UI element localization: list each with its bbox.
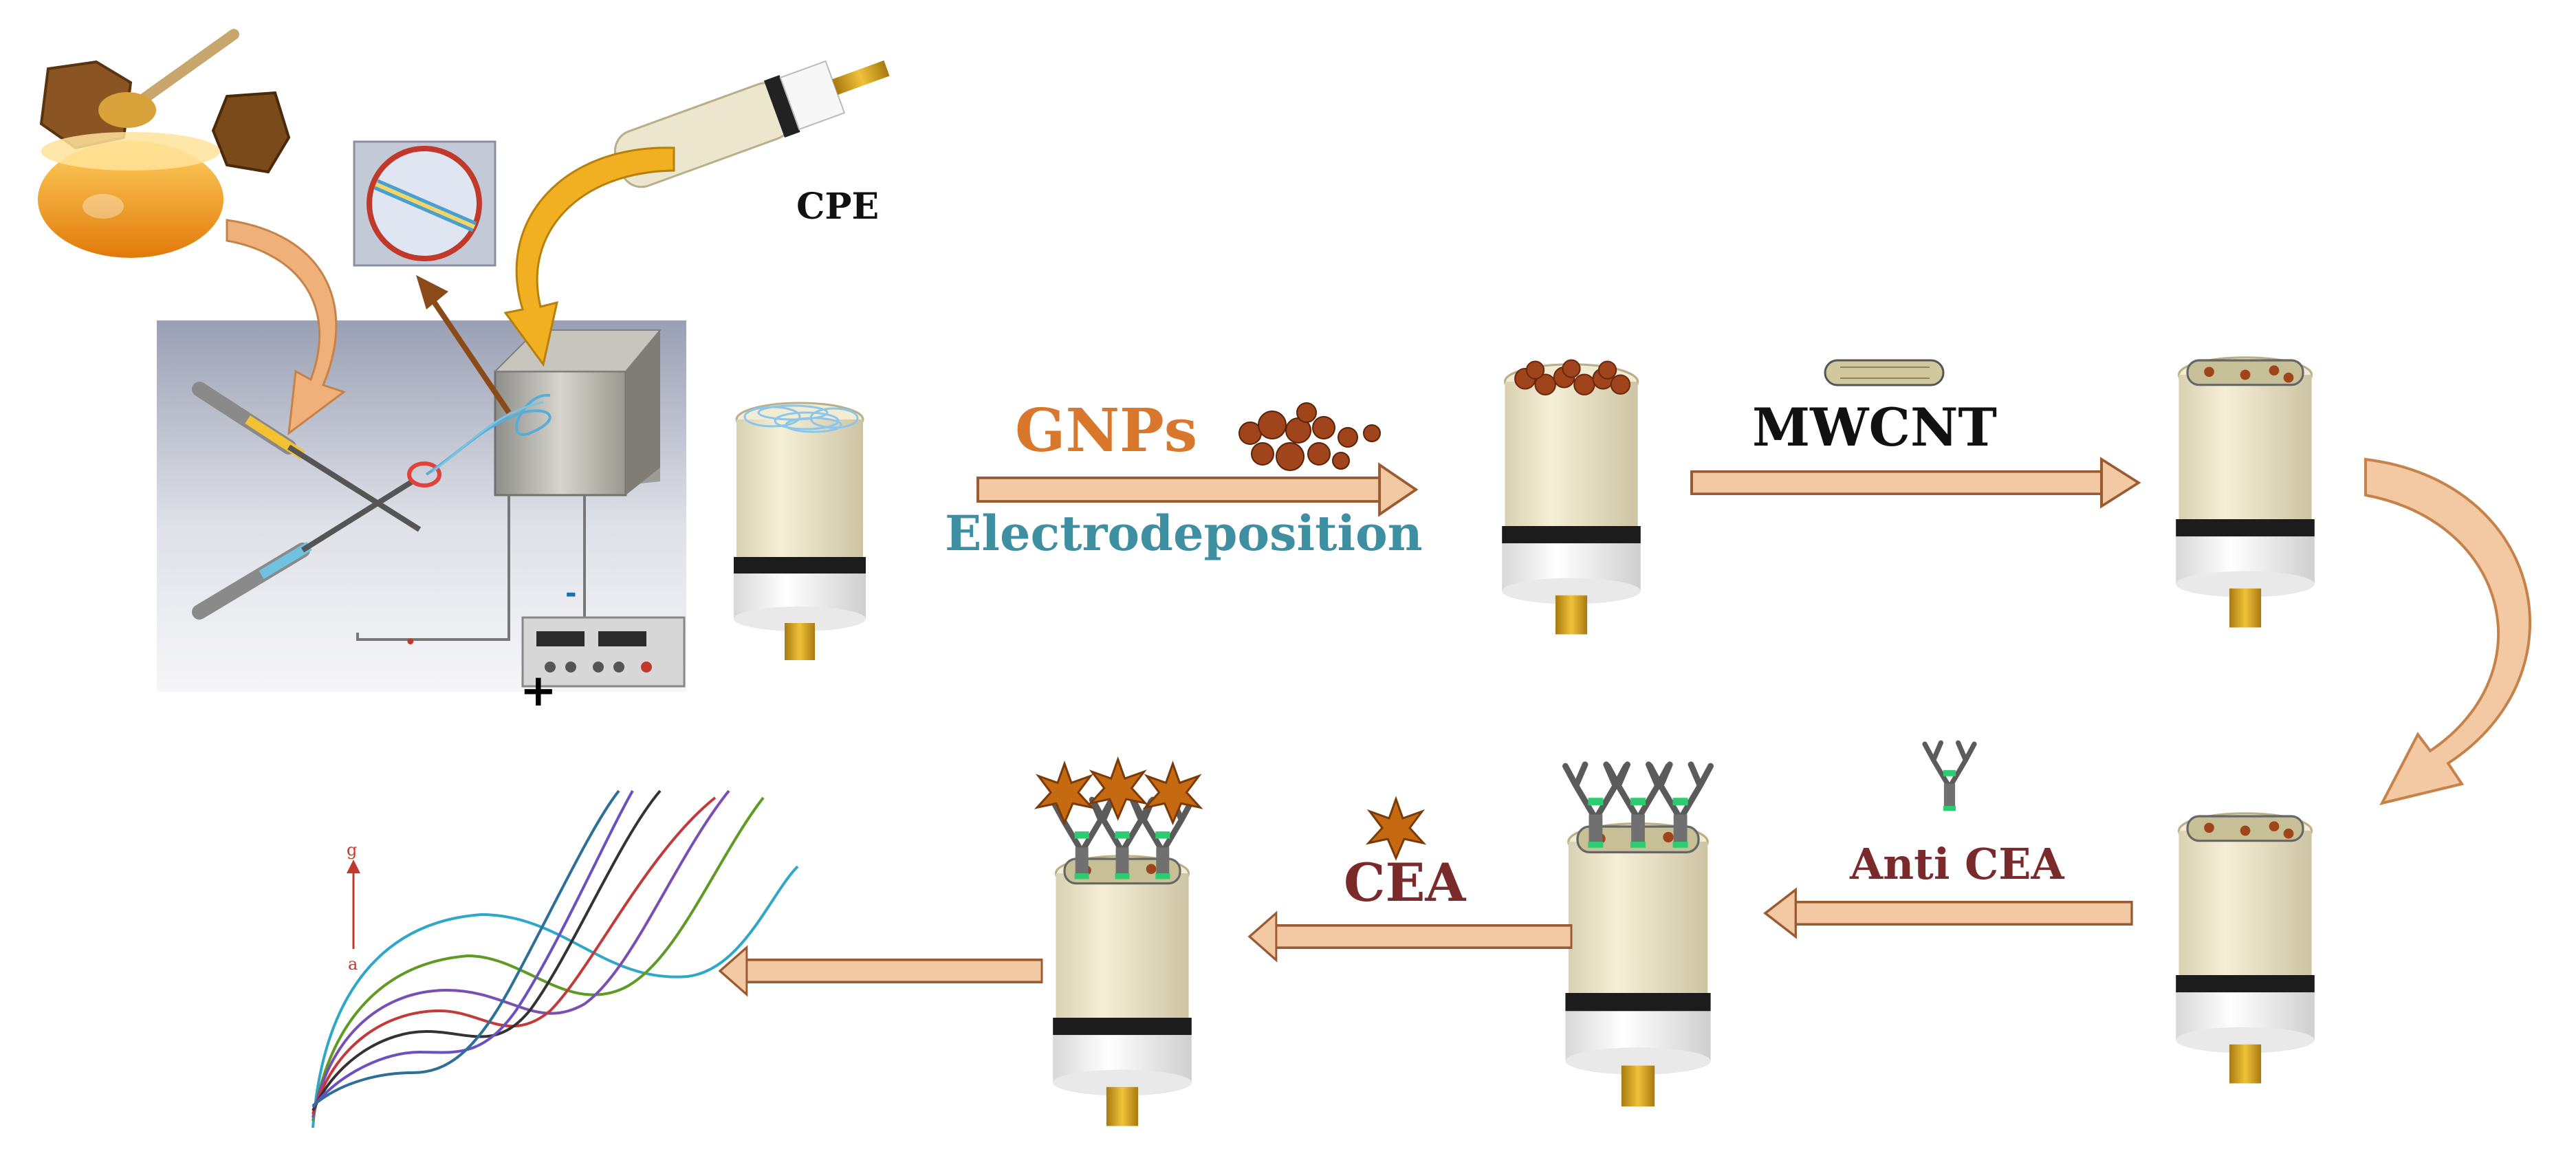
anti-cea-label: Anti CEA: [1849, 839, 2065, 889]
response-curve: [312, 789, 662, 1111]
electrodeposition-label: Electrodeposition: [945, 505, 1423, 562]
response-curve: [312, 796, 717, 1115]
nanofiber-icon: [353, 140, 496, 267]
electrode-cea: [1036, 758, 1201, 1128]
mwcnt-tube-icon: [1824, 359, 1945, 386]
axis-top-label: g: [347, 840, 357, 860]
cea-label: CEA: [1344, 852, 1466, 913]
honey-jar-icon: [38, 29, 291, 258]
arrow-cea-step: [1248, 912, 1573, 961]
gnp-particles-icon: [1238, 402, 1381, 471]
syringe-icon: [192, 382, 422, 532]
syringe-icon: [192, 479, 415, 620]
power-plus-label: +: [520, 666, 557, 717]
electrode-mwcnt: [2174, 356, 2316, 629]
arrow-measure-step: [719, 946, 1043, 996]
response-curve: [312, 789, 620, 1107]
response-curve: [312, 865, 799, 1128]
cpe-label: CPE: [796, 186, 879, 228]
mwcnt-label: MWCNT: [1752, 397, 1997, 458]
electrode-bare: [732, 402, 867, 662]
electrospinning-setup: • - +: [157, 320, 686, 717]
zoom-arrow: [427, 294, 512, 415]
curved-arrow-honey: [226, 219, 347, 436]
antibody-icon: [1925, 743, 1974, 811]
curved-arrow-return: [2364, 457, 2531, 805]
arrow-anti-cea-step: [1764, 888, 2133, 938]
response-curve: [312, 796, 765, 1122]
power-minus-label: -: [565, 578, 577, 609]
power-supply-icon: [521, 616, 686, 688]
cea-star-icon: [1367, 798, 1425, 860]
response-curves-plot: g a: [312, 789, 799, 1128]
gnps-label: GNPs: [1015, 396, 1197, 466]
electrode-anti-cea: [1565, 765, 1710, 1108]
arrow-mwcnt-step: [1690, 457, 2140, 508]
svg-text:•: •: [404, 631, 417, 655]
response-curve: [312, 790, 634, 1108]
electrode-mwcnt-2: [2174, 812, 2316, 1085]
axis-bottom-label: a: [348, 954, 358, 974]
electrode-gnp: [1500, 359, 1642, 636]
response-curve: [312, 789, 730, 1118]
curved-arrow-cpe: [503, 146, 675, 367]
